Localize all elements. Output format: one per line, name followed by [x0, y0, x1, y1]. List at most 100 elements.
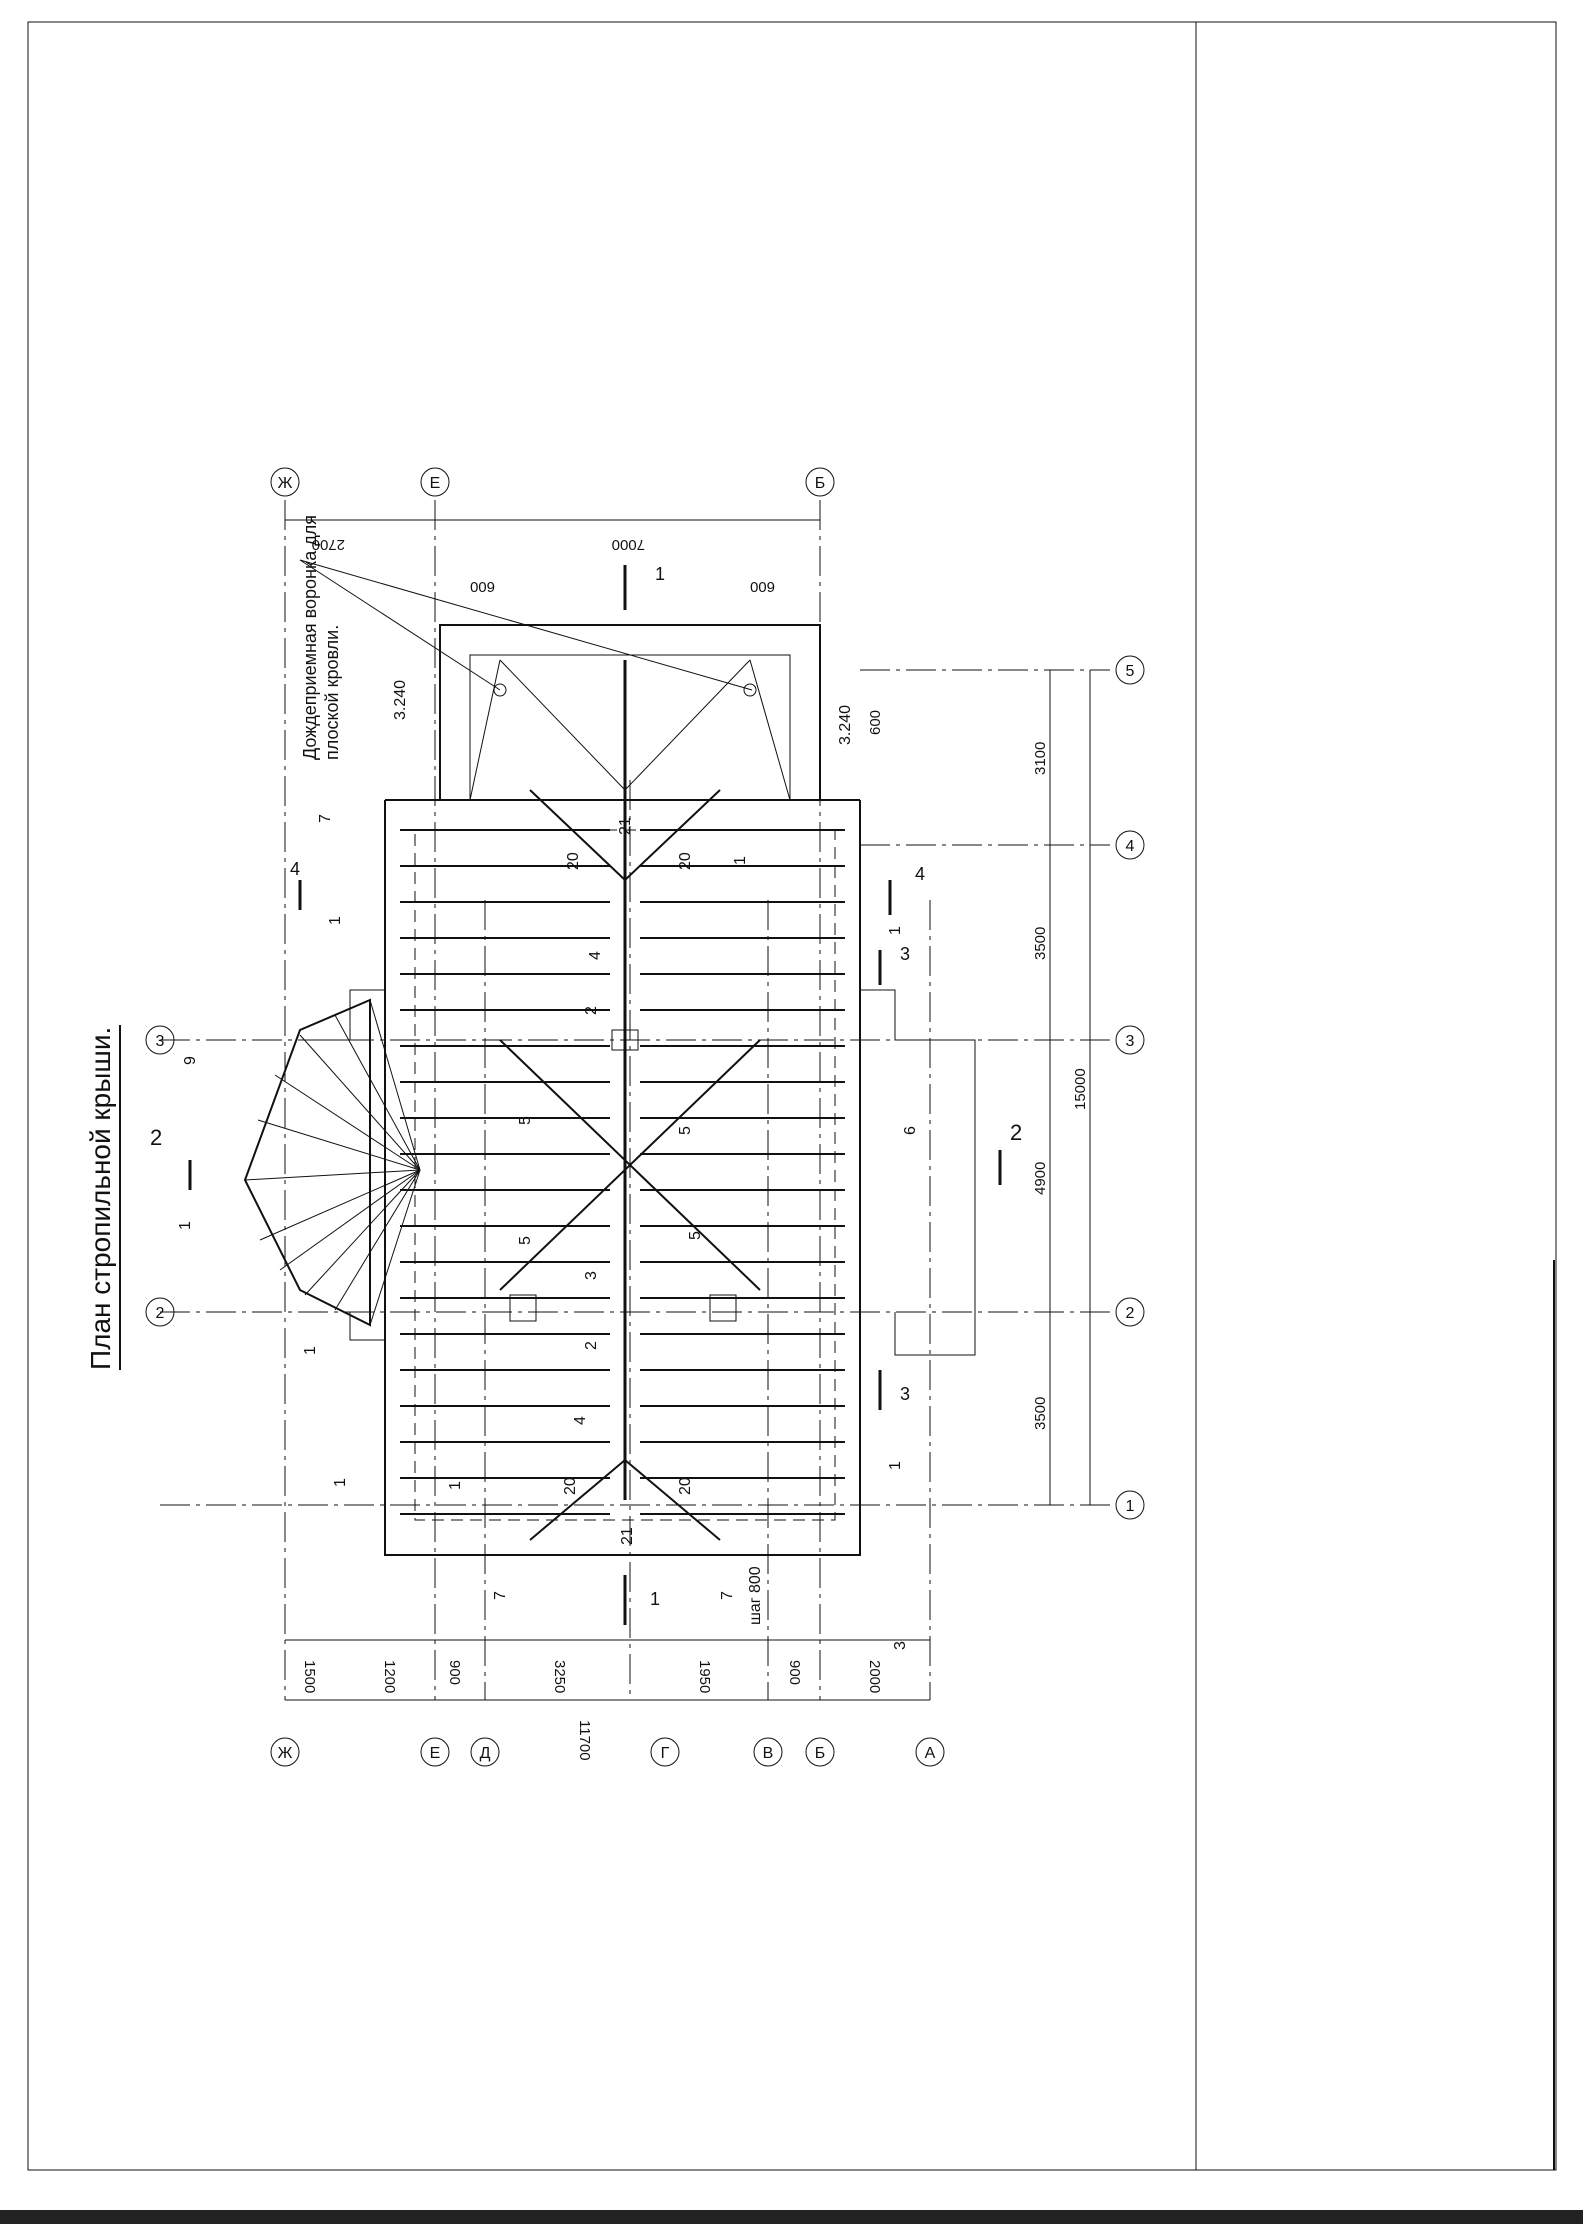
item-tag: 20	[562, 1477, 579, 1495]
step-label: шаг 800	[747, 1566, 764, 1625]
section-mark-label: 3	[900, 1384, 910, 1404]
dim-label: 4900	[1032, 1162, 1049, 1195]
dim-label: 2700	[312, 536, 345, 553]
dim-label: 3100	[1032, 742, 1049, 775]
axis-label: В	[763, 1745, 774, 1762]
scan-bottom-strip	[0, 2210, 1583, 2224]
post-square	[509, 1294, 537, 1322]
item-tag: 4	[587, 951, 604, 960]
axis-label: Б	[815, 1745, 826, 1762]
axis-label: 2	[156, 1305, 165, 1322]
axis-label: 4	[1126, 838, 1135, 855]
post-square	[709, 1294, 737, 1322]
axis-label: А	[925, 1745, 936, 1762]
axis-label: Д	[480, 1745, 491, 1762]
item-tag: 1	[447, 1481, 464, 1490]
axis-label: Б	[815, 475, 826, 492]
section-mark-label: 4	[915, 864, 925, 884]
note-block: Дождеприемная воронка для плоской кровли…	[300, 515, 342, 760]
item-tag: 5	[687, 1231, 704, 1240]
item-tag: 6	[902, 1126, 919, 1135]
item-tag: 1	[332, 1478, 349, 1487]
axis-bubbles-letters: Ж Е Д Г В Б А	[270, 1737, 945, 1767]
dim-label: 600	[470, 578, 495, 595]
section-mark-label: 3	[900, 944, 910, 964]
drawing-title: План стропильной крыши.	[85, 1027, 116, 1370]
item-tags: 1 1 1 1 1 1 1 1 2 2 3 3 4 4 5 5 5 5 6 7 …	[177, 814, 919, 1650]
axis-label: 1	[1126, 1498, 1135, 1515]
section-mark-label: 1	[650, 1589, 660, 1609]
axis-label: 3	[1126, 1033, 1135, 1050]
axis-label: Е	[430, 475, 441, 492]
elevation-label: 3.240	[837, 705, 854, 745]
item-tag: 3	[583, 1271, 600, 1280]
dim-label: 3500	[1032, 927, 1049, 960]
item-tag: 2	[583, 1006, 600, 1015]
dimension-chain-top: 2700 7000 600 600	[285, 519, 820, 595]
axis-bubbles-top: Ж Е Б	[270, 467, 835, 497]
axis-label: 2	[1126, 1305, 1135, 1322]
item-tag: 5	[677, 1126, 694, 1135]
item-tag: 20	[677, 852, 694, 870]
axis-label: Е	[430, 1745, 441, 1762]
dim-total-label: 15000	[1072, 1068, 1089, 1110]
item-tag: 1	[302, 1346, 319, 1355]
axis-label: Г	[661, 1745, 670, 1762]
dim-label: 600	[867, 710, 884, 735]
annotations: 3.240 3.240 шаг 800	[392, 680, 854, 1625]
item-tag: 1	[177, 1221, 194, 1230]
dim-label: 7000	[612, 536, 645, 553]
dim-label: 2000	[866, 1660, 883, 1693]
item-tag: 1	[887, 1461, 904, 1470]
item-tag: 5	[517, 1116, 534, 1125]
dim-label: 900	[786, 1660, 803, 1685]
dim-label: 3250	[551, 1660, 568, 1693]
item-tag: 2	[583, 1341, 600, 1350]
dim-label: 1950	[696, 1660, 713, 1693]
axis-label: Ж	[278, 475, 293, 492]
section-mark-label: 1	[655, 564, 665, 584]
item-tag: 9	[182, 1056, 199, 1065]
dimension-chain-letters: 1500 1200 900 3250 1950 900 2000 11700	[285, 1639, 930, 1761]
dim-label: 600	[750, 578, 775, 595]
axis-label: 3	[156, 1033, 165, 1050]
dim-label: 1500	[301, 1660, 318, 1693]
bay-window-fan	[243, 998, 421, 1327]
item-tag: 1	[887, 926, 904, 935]
item-tag: 21	[619, 1527, 636, 1545]
item-tag: 20	[565, 852, 582, 870]
roof-drain-funnel	[743, 683, 757, 697]
item-tag: 7	[719, 1591, 736, 1600]
roof-outline	[300, 624, 976, 1556]
dim-label: 900	[446, 1660, 463, 1685]
rafters-group	[400, 829, 845, 1515]
title-block: План стропильной крыши.	[85, 1025, 121, 1370]
note-line-2: плоской кровли.	[322, 625, 342, 760]
item-tag: 21	[617, 817, 634, 835]
dim-total-label: 11700	[576, 1720, 593, 1761]
item-tag: 1	[732, 856, 749, 865]
item-tag: 5	[517, 1236, 534, 1245]
item-tag: 7	[317, 814, 334, 823]
note-leader-1	[299, 559, 501, 691]
item-tag: 20	[677, 1477, 694, 1495]
item-tag: 7	[492, 1591, 509, 1600]
dimension-chain-numbers: 3500 4900 3500 3100 15000 600	[867, 670, 1091, 1505]
elevation-label: 3.240	[392, 680, 409, 720]
axis-label: 5	[1126, 663, 1135, 680]
roof-drain-funnel	[493, 683, 507, 697]
section-mark-label: 2	[1010, 1120, 1022, 1145]
section-mark-label: 2	[150, 1125, 162, 1150]
item-tag: 3	[892, 1641, 909, 1650]
axis-label: Ж	[278, 1745, 293, 1762]
flat-roof-area	[439, 624, 821, 801]
dim-label: 1200	[381, 1660, 398, 1693]
dim-label: 3500	[1032, 1397, 1049, 1430]
section-mark-label: 4	[290, 859, 300, 879]
note-line-1: Дождеприемная воронка для	[300, 515, 320, 760]
item-tag: 1	[327, 916, 344, 925]
sheet-frame	[27, 21, 1557, 2171]
flat-roof-inner	[469, 654, 791, 801]
